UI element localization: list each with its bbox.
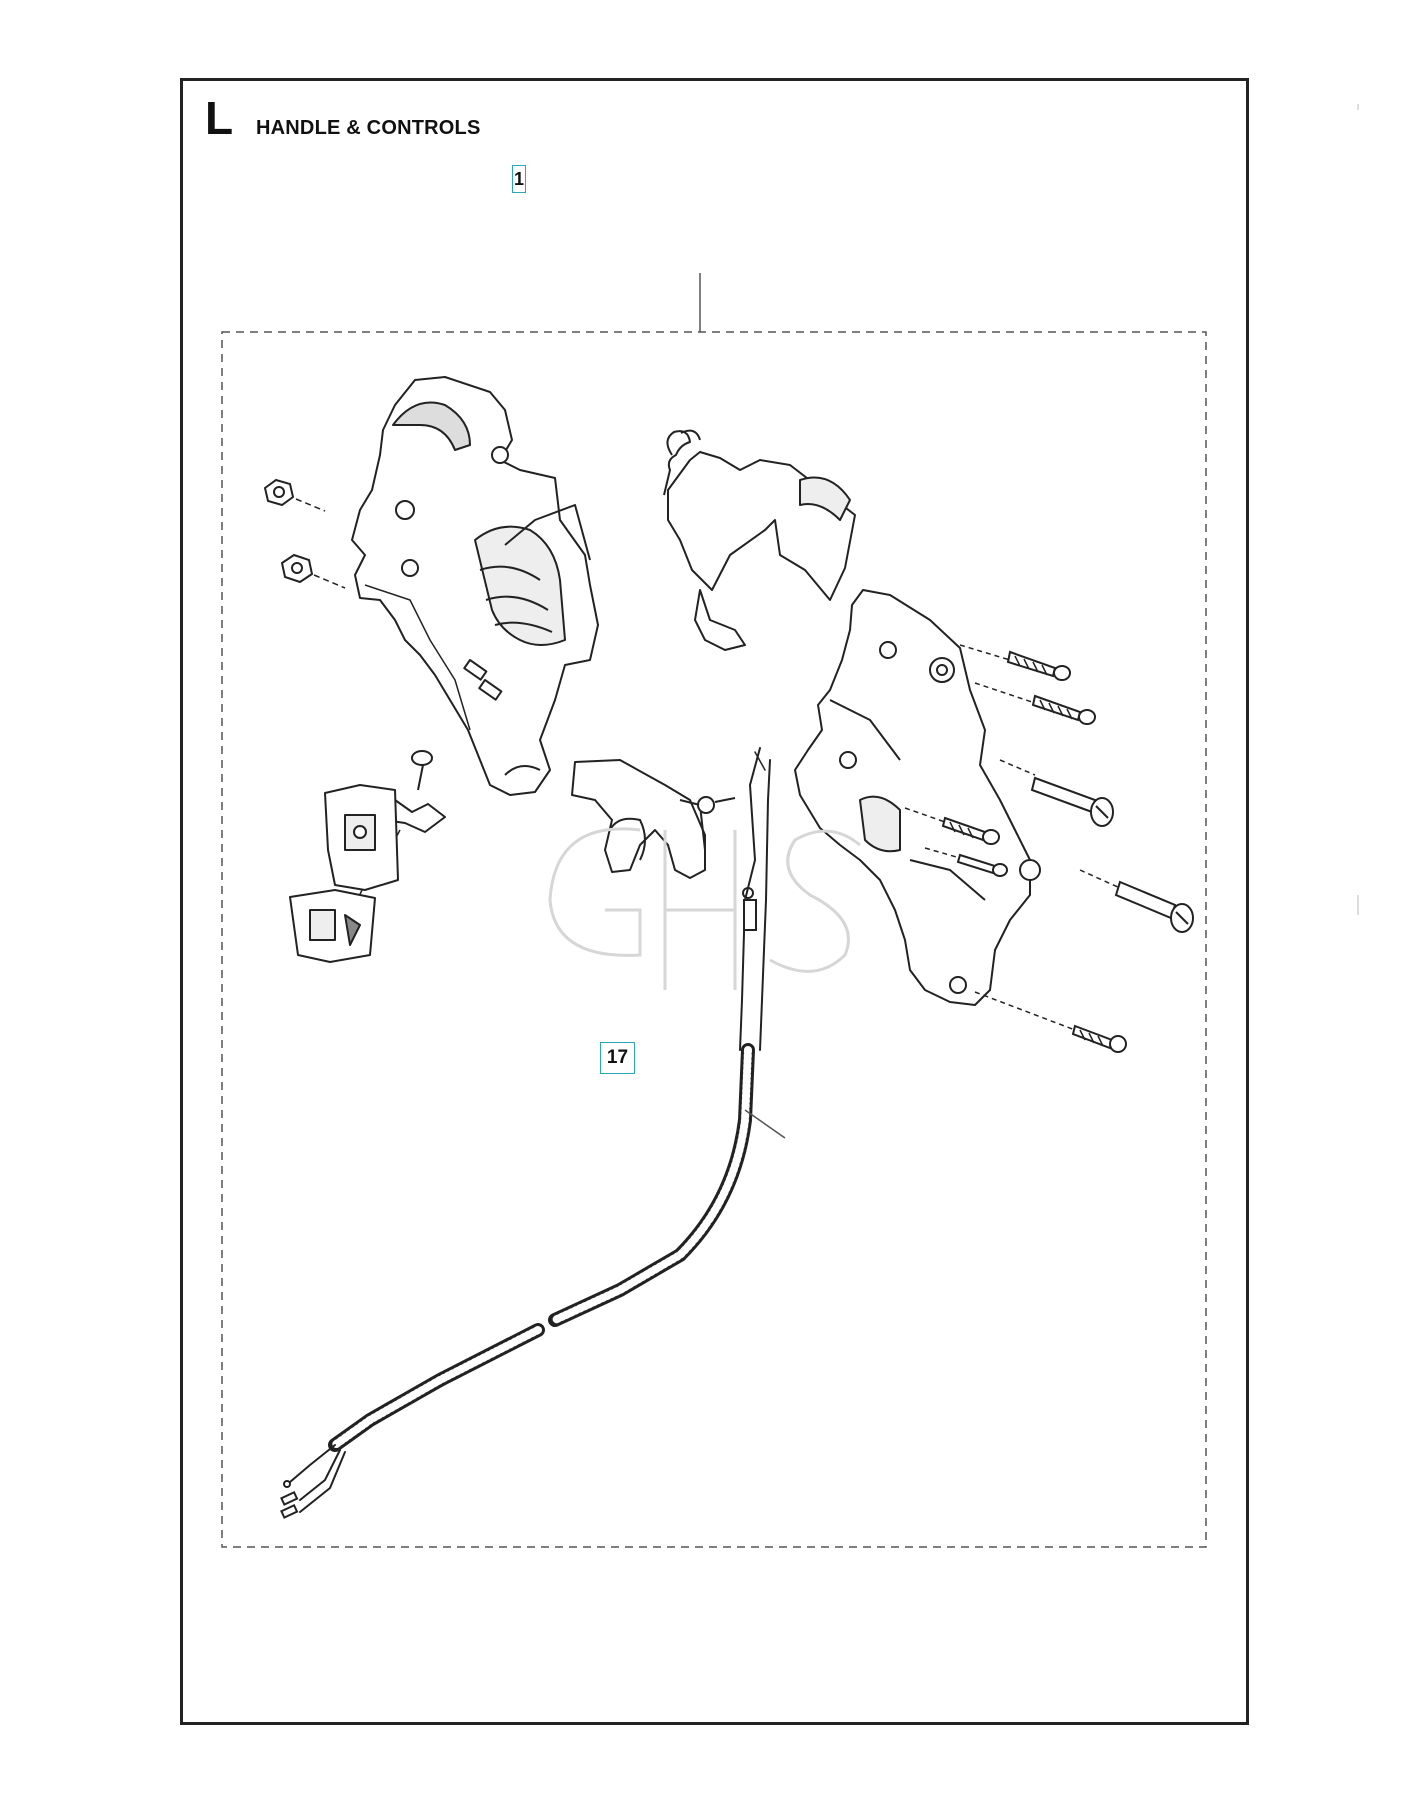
screw-icon xyxy=(924,847,1008,877)
throttle-trigger xyxy=(571,759,736,879)
leader-line-17 xyxy=(744,1109,786,1139)
screw-icon xyxy=(904,807,1000,845)
screw-icon xyxy=(974,991,1127,1053)
screw-icon xyxy=(1079,869,1194,933)
screw-icon xyxy=(959,644,1071,681)
handle-half-left xyxy=(351,376,599,796)
section-letter: L xyxy=(205,92,234,144)
handle-half-right xyxy=(794,589,1041,1006)
callout-1[interactable]: 1 xyxy=(512,165,526,193)
watermark-logo xyxy=(548,827,861,990)
nut-icon xyxy=(280,553,346,589)
throttle-lockout xyxy=(663,429,856,651)
cable-icon xyxy=(280,747,771,1519)
callout-17[interactable]: 17 xyxy=(600,1042,635,1074)
spring-icon xyxy=(663,429,701,496)
screw-icon xyxy=(974,682,1096,725)
section-title: HANDLE & CONTROLS xyxy=(256,117,481,139)
edge-mark xyxy=(1357,895,1359,915)
kit-boundary xyxy=(221,331,1207,1548)
edge-mark xyxy=(1357,104,1359,110)
switch-assembly xyxy=(289,750,446,963)
spring-icon xyxy=(697,796,715,814)
screw-icon xyxy=(999,759,1114,827)
nut-icon xyxy=(263,478,326,512)
